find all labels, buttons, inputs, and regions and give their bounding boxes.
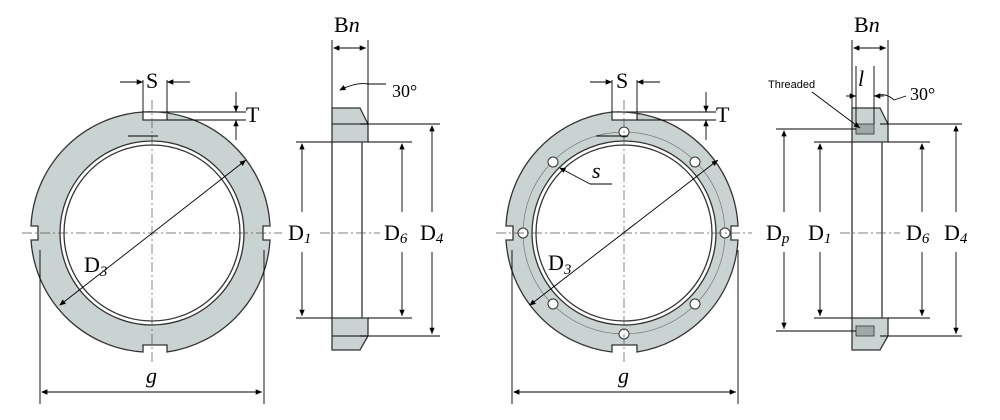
left-d6-label: D6 — [384, 220, 408, 247]
right-nut-ring — [505, 111, 739, 353]
right-g-label: g — [618, 363, 629, 388]
left-nut-front-view: D3 S T g — [22, 68, 282, 404]
right-d6-label: D6 — [906, 220, 930, 247]
left-nut-side-view: Bn 30° D1 D6 D4 — [288, 12, 444, 351]
right-l-label: l — [858, 66, 864, 91]
right-nut-side-view: Bn l Threaded 30° Dp D1 D6 — [766, 12, 968, 351]
right-angle-arc — [873, 94, 895, 101]
right-nut-front-view: D3 s S T g — [496, 68, 752, 404]
right-side-thread-bottom — [855, 325, 875, 337]
right-hole-2 — [689, 156, 701, 168]
left-nut-ring — [30, 111, 271, 353]
right-d3-label: D3 — [548, 250, 571, 278]
right-side-thread-top — [855, 123, 875, 135]
right-dp-label: Dp — [766, 220, 790, 247]
right-d4-label: D4 — [944, 220, 968, 247]
right-hole-4 — [689, 298, 701, 310]
right-angle-leader — [893, 95, 907, 101]
right-hole-8 — [547, 156, 559, 168]
right-threaded-label: Threaded — [768, 79, 815, 91]
right-d1-label: D1 — [808, 220, 831, 247]
left-d3-label: D3 — [84, 252, 107, 280]
left-d4-label: D4 — [420, 220, 444, 247]
right-bn-label: Bn — [854, 12, 880, 37]
left-bn-label: Bn — [334, 12, 360, 37]
left-angle-label: 30° — [392, 81, 417, 101]
left-s-label: S — [146, 68, 158, 93]
right-t-label: T — [716, 102, 730, 127]
right-s-leader — [559, 167, 591, 185]
left-side-top — [331, 107, 369, 143]
right-angle-label: 30° — [910, 84, 935, 104]
left-t-label: T — [246, 102, 260, 127]
right-hole-6 — [547, 298, 559, 310]
left-d3-dimension — [59, 159, 247, 306]
left-g-label: g — [146, 363, 157, 388]
right-s-label: S — [616, 68, 628, 93]
right-d3-dimension — [529, 159, 719, 306]
right-small-s-label: s — [592, 158, 601, 183]
left-d1-label: D1 — [288, 220, 311, 247]
left-angle-arc — [339, 83, 369, 91]
left-side-bottom — [331, 317, 369, 351]
right-threaded-leader — [811, 91, 861, 129]
